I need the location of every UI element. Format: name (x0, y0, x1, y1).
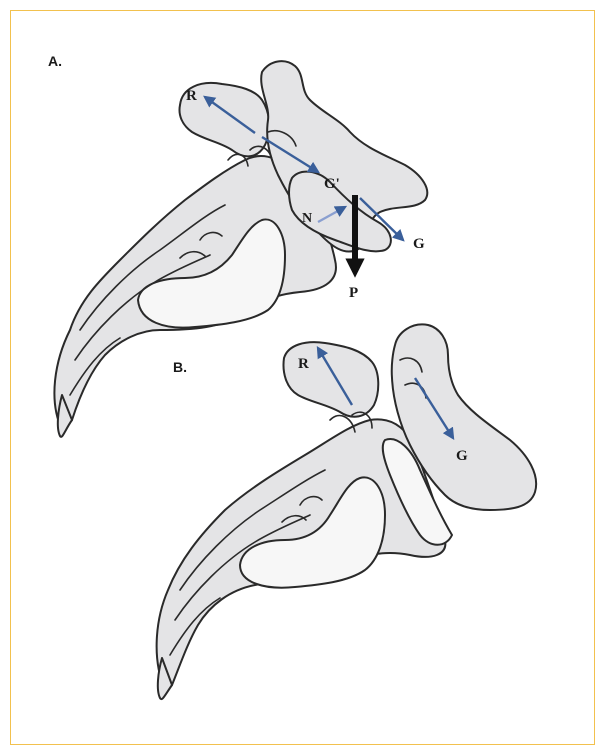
panel-a-label-n: N (302, 211, 312, 226)
panel-a-label-r: R (186, 88, 197, 104)
panel-b-label-r: R (298, 356, 309, 372)
panel-a-label-g: G (413, 236, 425, 252)
panel-b: B. R G (157, 324, 537, 699)
panel-b-label: B. (173, 359, 187, 375)
panel-a-label: A. (48, 53, 62, 69)
panel-a-label-g-prime: G' (324, 176, 340, 192)
panel-a-label-p: P (349, 285, 358, 301)
panel-b-talus (284, 342, 379, 417)
panel-b-label-g: G (456, 448, 468, 464)
